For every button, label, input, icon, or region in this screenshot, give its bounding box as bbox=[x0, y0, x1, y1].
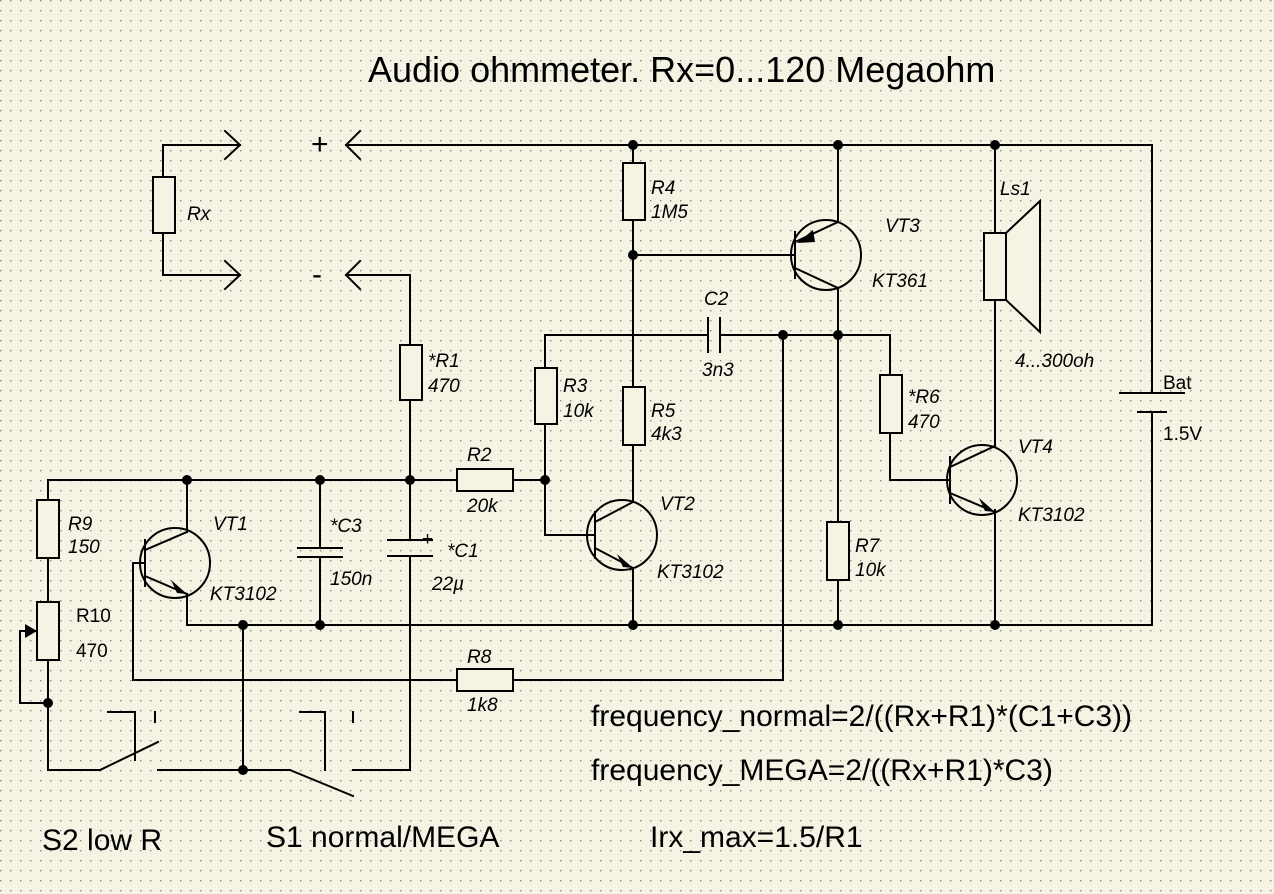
vt3-name: VT3 bbox=[885, 216, 920, 237]
r5-name: R5 bbox=[651, 401, 676, 422]
transistor-vt4 bbox=[946, 444, 1018, 516]
resistor-r5 bbox=[622, 386, 646, 446]
vt4-name: VT4 bbox=[1018, 437, 1053, 458]
c1-name: *C1 bbox=[447, 541, 479, 562]
resistor-rx bbox=[152, 176, 176, 234]
vt1-name: VT1 bbox=[213, 514, 248, 535]
c3-name: *C3 bbox=[330, 516, 362, 537]
resistor-r4 bbox=[622, 162, 646, 221]
r8-name: R8 bbox=[467, 647, 492, 668]
c2-name: C2 bbox=[704, 289, 729, 310]
transistor-vt1 bbox=[139, 527, 211, 599]
r10-value: 470 bbox=[76, 641, 108, 662]
c1-value: 22µ bbox=[431, 574, 464, 595]
resistor-r2 bbox=[456, 468, 514, 492]
r10-wiper-arrow bbox=[25, 624, 37, 638]
resistor-r9 bbox=[36, 499, 60, 559]
r5-value: 4k3 bbox=[651, 424, 682, 445]
switch-s1-label: S1 normal/MEGA bbox=[266, 821, 499, 854]
r4-name: R4 bbox=[651, 178, 675, 199]
resistor-r1 bbox=[399, 344, 423, 401]
ls1-value: 4...300oh bbox=[1015, 351, 1094, 372]
transistor-vt3 bbox=[790, 219, 862, 291]
resistors bbox=[25, 162, 903, 692]
vt2-name: VT2 bbox=[660, 494, 695, 515]
resistor-r6 bbox=[879, 374, 903, 434]
r6-value: 470 bbox=[908, 412, 940, 433]
r4-value: 1M5 bbox=[651, 202, 688, 223]
wires bbox=[19, 129, 1153, 798]
r9-name: R9 bbox=[68, 514, 93, 535]
c1-polarity: + bbox=[422, 529, 433, 550]
vt4-type: KT3102 bbox=[1018, 505, 1085, 526]
diagram-title: Audio ohmmeter. Rx=0...120 Megaohm bbox=[368, 49, 995, 90]
minus-terminal-label: - bbox=[312, 258, 322, 291]
r3-name: R3 bbox=[563, 376, 588, 397]
r10-name: R10 bbox=[76, 606, 111, 627]
r8-value: 1k8 bbox=[467, 695, 498, 716]
vt3-type: KT361 bbox=[872, 271, 928, 292]
resistor-r8 bbox=[456, 668, 514, 692]
vt1-type: KT3102 bbox=[210, 584, 277, 605]
speaker-ls1 bbox=[983, 198, 1041, 335]
r9-value: 150 bbox=[68, 537, 100, 558]
ls1-name: Ls1 bbox=[1000, 179, 1031, 200]
formula-irx: Irx_max=1.5/R1 bbox=[650, 821, 863, 854]
capacitors bbox=[297, 317, 721, 558]
transistor-vt2 bbox=[586, 499, 658, 571]
vt2-type: KT3102 bbox=[657, 562, 724, 583]
bat-name: Bat bbox=[1163, 373, 1192, 394]
formula-normal: frequency_normal=2/((Rx+R1)*(C1+C3)) bbox=[591, 700, 1132, 733]
junction-dots bbox=[43, 140, 1000, 775]
r6-name: *R6 bbox=[908, 387, 940, 408]
bat-value: 1.5V bbox=[1163, 424, 1202, 445]
switch-s2-label: S2 low R bbox=[42, 824, 162, 857]
resistor-r7 bbox=[826, 521, 850, 581]
formula-mega: frequency_MEGA=2/((Rx+R1)*C3) bbox=[591, 754, 1053, 787]
r7-value: 10k bbox=[855, 560, 887, 581]
rx-label: Rx bbox=[187, 204, 212, 225]
r7-name: R7 bbox=[855, 536, 881, 557]
plus-terminal-label: + bbox=[311, 128, 329, 161]
resistor-r3 bbox=[534, 367, 558, 425]
r2-value: 20k bbox=[466, 496, 499, 517]
r1-value: 470 bbox=[428, 376, 460, 397]
resistor-r10 bbox=[36, 601, 60, 661]
battery-bat bbox=[1119, 392, 1185, 413]
r2-name: R2 bbox=[467, 445, 492, 466]
r3-value: 10k bbox=[563, 401, 595, 422]
c2-value: 3n3 bbox=[702, 360, 734, 381]
c3-value: 150n bbox=[330, 569, 372, 590]
r1-name: *R1 bbox=[428, 351, 460, 372]
